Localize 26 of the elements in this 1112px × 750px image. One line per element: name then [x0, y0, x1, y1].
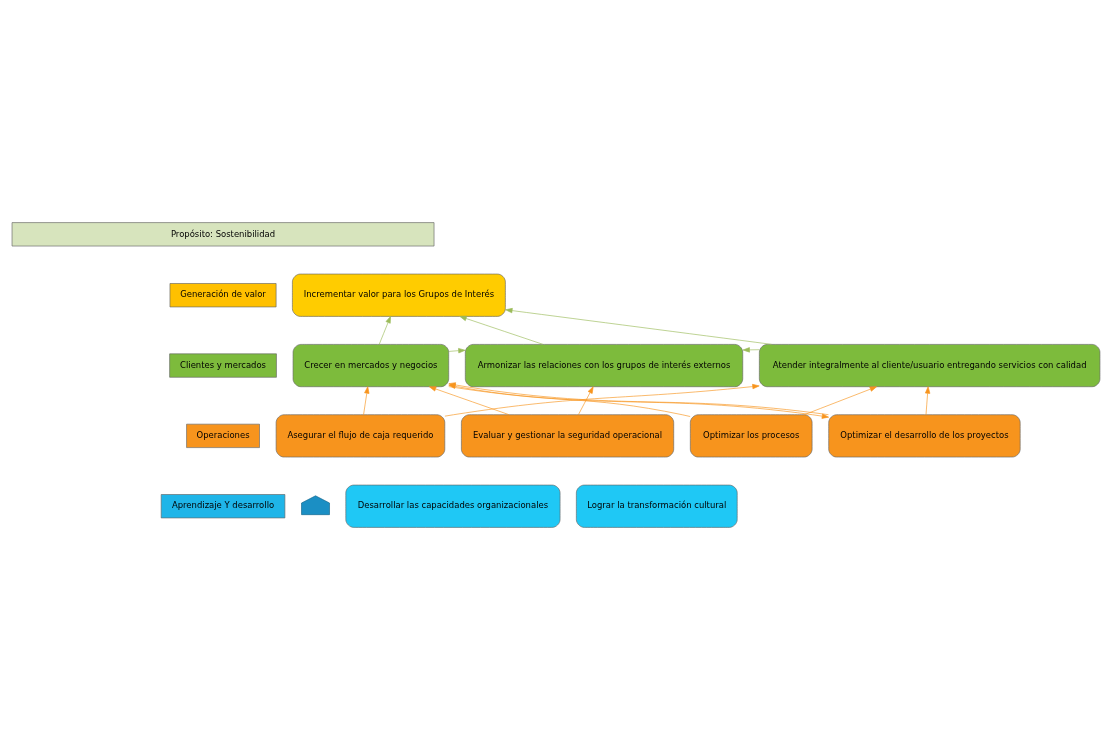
arrow — [448, 348, 466, 354]
node-box: Crecer en mercados y negocios — [292, 344, 450, 388]
node-box: Propósito: Sostenibilidad — [11, 222, 435, 247]
node-box: Optimizar el desarrollo de los proyectos — [828, 414, 1021, 458]
node-box: Clientes y mercados — [169, 353, 277, 378]
node-box: Operaciones — [186, 423, 260, 448]
node-box: Armonizar las relaciones con los grupos de interés externos — [465, 344, 744, 388]
arrow — [459, 316, 544, 345]
node-box: Generación de valor — [169, 283, 277, 308]
node-box: Evaluar y gestionar la seguridad operacional — [461, 414, 675, 458]
arrow — [378, 316, 391, 345]
arrow — [429, 386, 510, 415]
node-box: Desarrollar las capacidades organizacionales — [345, 484, 561, 528]
arrow — [925, 386, 931, 415]
node-box: Asegurar el flujo de caja requerido — [275, 414, 446, 458]
arrow — [742, 347, 760, 353]
arrow — [363, 386, 370, 415]
node-box: Optimizar los procesos — [690, 414, 813, 458]
arrow — [578, 386, 594, 415]
node-box: Aprendizaje Y desarrollo — [160, 494, 286, 519]
node-box: Atender integralmente al cliente/usuario entregando servicios con calidad — [759, 344, 1101, 388]
arrow — [804, 386, 877, 415]
arrow — [505, 308, 773, 345]
node-box: Incrementar valor para los Grupos de Interés — [292, 273, 506, 317]
node-arrow — [301, 495, 330, 515]
node-box: Lograr la transformación cultural — [576, 484, 738, 528]
